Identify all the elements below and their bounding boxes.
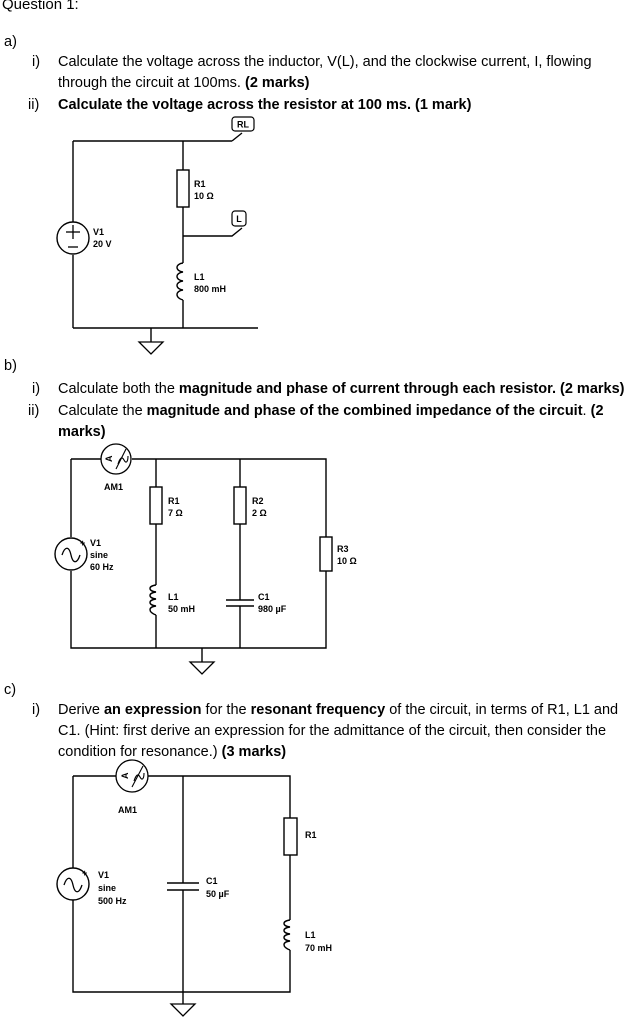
circuit-b-wires xyxy=(70,458,327,662)
svg-text:+: + xyxy=(80,538,85,548)
v1-c-type: sine xyxy=(98,883,116,893)
part-b-item-2-mid: . xyxy=(582,403,591,419)
part-b-item-2-marks: (2 marks) xyxy=(58,403,604,440)
part-c-item-1-pre: Derive xyxy=(58,702,104,718)
capacitor-c1-b xyxy=(226,599,254,607)
part-a-item-1-marks: (2 marks) xyxy=(245,75,310,91)
l1-c-value: 70 mH xyxy=(305,943,332,953)
r3-b-name: R3 xyxy=(337,544,349,554)
l1-b-value: 50 mH xyxy=(168,604,195,614)
r2-b-name: R2 xyxy=(252,496,264,506)
c1-c-name: C1 xyxy=(206,876,218,886)
v1-b-name: V1 xyxy=(90,538,101,548)
part-a-label: a) xyxy=(4,34,17,50)
part-a-item-2-bold: Calculate the voltage across the resisto… xyxy=(58,97,472,113)
part-b-item-2-num: ii) xyxy=(28,403,40,419)
inductor-l1-b xyxy=(149,584,157,616)
l1-a-value: 800 mH xyxy=(194,284,226,294)
r3-b-value: 10 Ω xyxy=(337,556,357,566)
r1-a-name: R1 xyxy=(194,179,206,189)
ammeter-b-label: AM1 xyxy=(104,482,123,492)
c1-b-name: C1 xyxy=(258,592,270,602)
ground-a-icon xyxy=(137,341,165,355)
c1-c-value: 50 µF xyxy=(206,889,230,899)
part-a-item-2-text: Calculate the voltage across the resisto… xyxy=(58,95,628,116)
circuit-c-wires xyxy=(72,775,291,1004)
svg-text:+: + xyxy=(82,868,87,878)
part-b-item-1-text: Calculate both the magnitude and phase o… xyxy=(58,379,628,400)
part-a-item-1-text: Calculate the voltage across the inducto… xyxy=(58,52,628,94)
resistor-r1-c xyxy=(283,817,298,856)
resistor-r1-b xyxy=(149,486,163,525)
part-c-item-1-text: Derive an expression for the resonant fr… xyxy=(58,700,632,763)
ammeter-am1-b-icon: A xyxy=(100,443,132,475)
ammeter-am1-c-icon: A xyxy=(115,759,149,793)
resistor-r3-b xyxy=(319,536,333,572)
part-c-label: c) xyxy=(4,682,17,698)
l1-c-name: L1 xyxy=(305,930,316,940)
circuit-a-wires xyxy=(72,132,258,342)
r2-b-value: 2 Ω xyxy=(252,508,267,518)
ac-source-v1-c-icon: + xyxy=(56,867,90,901)
svg-text:A: A xyxy=(104,455,114,462)
v1-b-type: sine xyxy=(90,550,108,560)
part-c-item-1-bold2: resonant frequency xyxy=(250,702,386,718)
dc-source-v1 xyxy=(56,221,90,255)
svg-text:A: A xyxy=(120,772,130,779)
l1-b-name: L1 xyxy=(168,592,179,602)
v1-c-freq: 500 Hz xyxy=(98,896,127,906)
question-title: Question 1: xyxy=(2,0,79,13)
part-c-item-1-num: i) xyxy=(32,702,41,718)
part-b-label: b) xyxy=(4,358,17,374)
part-c-item-1-mid: for the xyxy=(201,702,251,718)
inductor-l1-a xyxy=(176,262,184,301)
r1-b-value: 7 Ω xyxy=(168,508,183,518)
resistor-r1-a xyxy=(176,169,190,208)
l1-a-name: L1 xyxy=(194,272,205,282)
r1-b-name: R1 xyxy=(168,496,180,506)
part-c-item-1-bold: an expression xyxy=(103,702,202,718)
part-b-item-1-num: i) xyxy=(32,381,41,397)
part-b-item-2-text: Calculate the magnitude and phase of the… xyxy=(58,401,613,443)
part-c-item-1-post: of the circuit, in terms of R1, L1 and C… xyxy=(58,702,619,760)
inductor-l1-c xyxy=(283,919,291,951)
probe-l: L xyxy=(231,210,247,227)
c1-b-value: 980 µF xyxy=(258,604,287,614)
part-a-item-1-pre: Calculate the voltage across the inducto… xyxy=(58,54,592,91)
resistor-r2-b xyxy=(233,486,247,525)
r1-c-name: R1 xyxy=(305,830,317,840)
probe-l-label: L xyxy=(236,214,242,224)
part-a-item-2-num: ii) xyxy=(28,97,40,113)
part-b-item-1-bold: magnitude and phase of current through e… xyxy=(178,381,625,397)
ac-source-v1-b-icon: + xyxy=(54,537,88,571)
capacitor-c1-c xyxy=(167,882,199,891)
r1-a-value: 10 Ω xyxy=(194,191,214,201)
v1-c-name: V1 xyxy=(98,870,109,880)
part-b-item-1-pre: Calculate both the xyxy=(58,381,179,397)
part-a-item-1-num: i) xyxy=(32,54,41,70)
v1-a-name: V1 xyxy=(93,227,104,237)
probe-rl-label: RL xyxy=(237,120,249,130)
ammeter-c-label: AM1 xyxy=(118,805,137,815)
ground-b-icon xyxy=(188,661,216,675)
v1-b-freq: 60 Hz xyxy=(90,562,114,572)
part-b-item-2-pre: Calculate the xyxy=(58,403,147,419)
probe-rl: RL xyxy=(231,116,255,132)
v1-a-value: 20 V xyxy=(93,239,112,249)
part-b-item-2-bold: magnitude and phase of the combined impe… xyxy=(146,403,583,419)
part-c-item-1-marks: (3 marks) xyxy=(221,744,287,760)
ground-c-icon xyxy=(169,1003,197,1017)
